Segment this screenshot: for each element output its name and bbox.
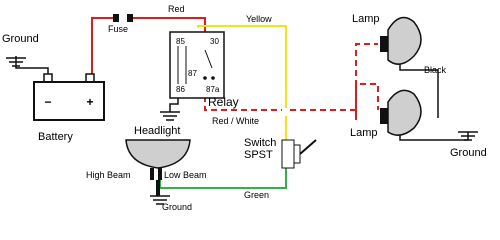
ground-label-right: Ground bbox=[450, 147, 487, 159]
red-white-wire bbox=[204, 43, 379, 120]
ground-symbol-top-left bbox=[6, 57, 26, 67]
fuse-label: Fuse bbox=[108, 24, 128, 34]
relay-terminal-85: 85 bbox=[176, 37, 185, 46]
switch bbox=[281, 139, 317, 169]
lamp-bottom bbox=[380, 89, 422, 136]
relay-terminal-87: 87 bbox=[188, 69, 197, 78]
lamp-top bbox=[380, 16, 422, 65]
relay-terminal-87a: 87a bbox=[206, 85, 220, 94]
battery-plus-label: + bbox=[86, 95, 93, 109]
green-wire-label: Green bbox=[244, 190, 269, 200]
ground-label-top-left: Ground bbox=[2, 33, 39, 45]
battery-label: Battery bbox=[38, 131, 73, 143]
lamp-top-label: Lamp bbox=[352, 13, 380, 25]
battery-minus-label: − bbox=[44, 95, 51, 109]
relay-terminal-30: 30 bbox=[210, 37, 219, 46]
ground-symbol-relay bbox=[160, 111, 180, 121]
switch-label: Switch bbox=[244, 137, 276, 149]
ground-symbol-right bbox=[458, 131, 478, 141]
fuse bbox=[113, 14, 133, 22]
wiring-diagram: − + 85 30 87 86 87a bbox=[2, 4, 487, 212]
low-beam-label: Low Beam bbox=[164, 170, 207, 180]
relay-label: Relay bbox=[208, 95, 239, 109]
headlight bbox=[125, 139, 191, 196]
red-wire-label: Red bbox=[168, 4, 185, 14]
lamp-bottom-label: Lamp bbox=[350, 127, 378, 139]
headlight-label: Headlight bbox=[134, 125, 180, 137]
relay: 85 30 87 86 87a bbox=[169, 31, 225, 99]
yellow-wire-label: Yellow bbox=[246, 14, 272, 24]
relay-terminal-86: 86 bbox=[176, 85, 185, 94]
relay-ground-wire bbox=[169, 96, 179, 112]
black-wire-label: Black bbox=[424, 65, 447, 75]
battery-ground-wire bbox=[15, 56, 49, 78]
yellow-wire bbox=[197, 25, 287, 142]
red-white-wire-label: Red / White bbox=[212, 116, 259, 126]
battery: − + bbox=[33, 73, 105, 121]
switch-spst-label: SPST bbox=[244, 149, 273, 161]
ground-label-bottom: Ground bbox=[162, 202, 192, 212]
high-beam-label: High Beam bbox=[86, 170, 131, 180]
